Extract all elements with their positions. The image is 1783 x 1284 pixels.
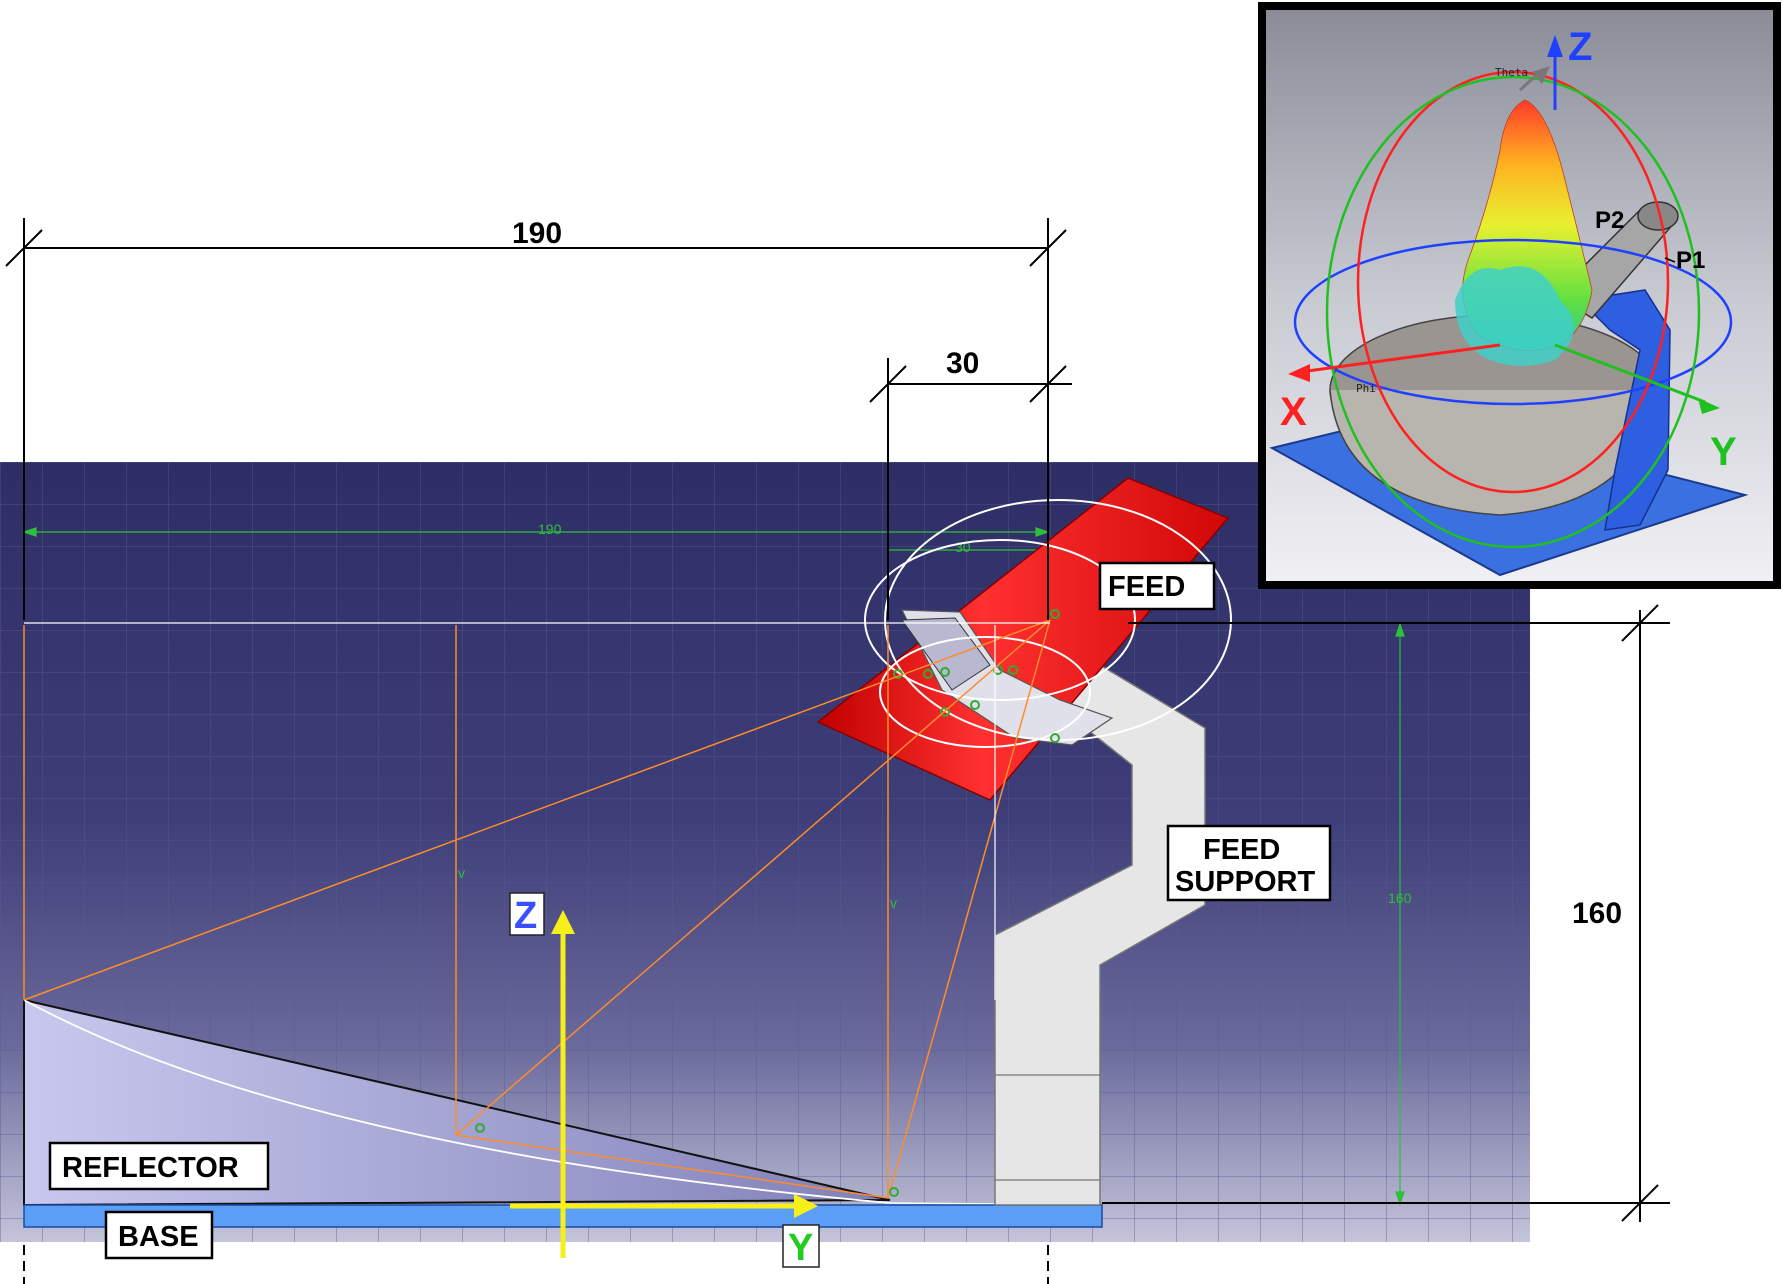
inset-p2: P2 (1595, 207, 1624, 234)
vertex-mark-right: v (890, 895, 897, 911)
inset-axis-y: Y (1710, 430, 1737, 474)
inset-3d-view: Z X Y Theta Phi P2 P1 (1258, 2, 1781, 589)
dimension-190: 190 (512, 217, 562, 250)
inset-ring-red (1356, 70, 1670, 494)
dimension-30: 30 (946, 347, 979, 380)
vertex-mark-left: v (458, 865, 465, 881)
dimension-lines (5, 218, 1670, 1284)
main-axes (510, 910, 818, 1258)
inset-ring-blue (1293, 238, 1733, 406)
svg-text:FEED: FEED (1108, 571, 1185, 603)
feed-horn (816, 477, 1232, 801)
inset-phi: Phi (1356, 382, 1376, 395)
construction-lines (23, 619, 1051, 1199)
svg-text:BASE: BASE (118, 1221, 199, 1253)
svg-text:REFLECTOR: REFLECTOR (62, 1152, 239, 1184)
inset-p1: P1 (1676, 247, 1705, 274)
cad-height-label: 160 (1388, 890, 1412, 906)
inset-feed-support (1578, 289, 1671, 531)
inset-ring-green (1325, 75, 1701, 549)
reflector-label: REFLECTOR (48, 1141, 270, 1191)
vertex-point-left (475, 1123, 485, 1133)
inset-axis-z: Z (1568, 25, 1592, 69)
inset-axis-x: X (1280, 390, 1307, 434)
vertex-point-right (889, 1187, 899, 1197)
axis-y-label: Y (788, 1227, 813, 1269)
cad-width-label: 190 (538, 521, 562, 537)
axis-y-box (782, 1224, 820, 1268)
svg-text:SUPPORT: SUPPORT (1175, 866, 1315, 898)
feed-label: FEED (1098, 561, 1216, 611)
inset-theta: Theta (1495, 66, 1528, 79)
svg-text:FEED: FEED (1203, 834, 1280, 866)
dimension-160: 160 (1572, 897, 1622, 930)
axis-z-label: Z (514, 895, 537, 937)
feed-support-label: FEED SUPPORT (1166, 824, 1332, 902)
axis-z-box (509, 892, 545, 936)
base-label: BASE (104, 1210, 214, 1260)
cad-dimensions (22, 527, 1405, 1206)
